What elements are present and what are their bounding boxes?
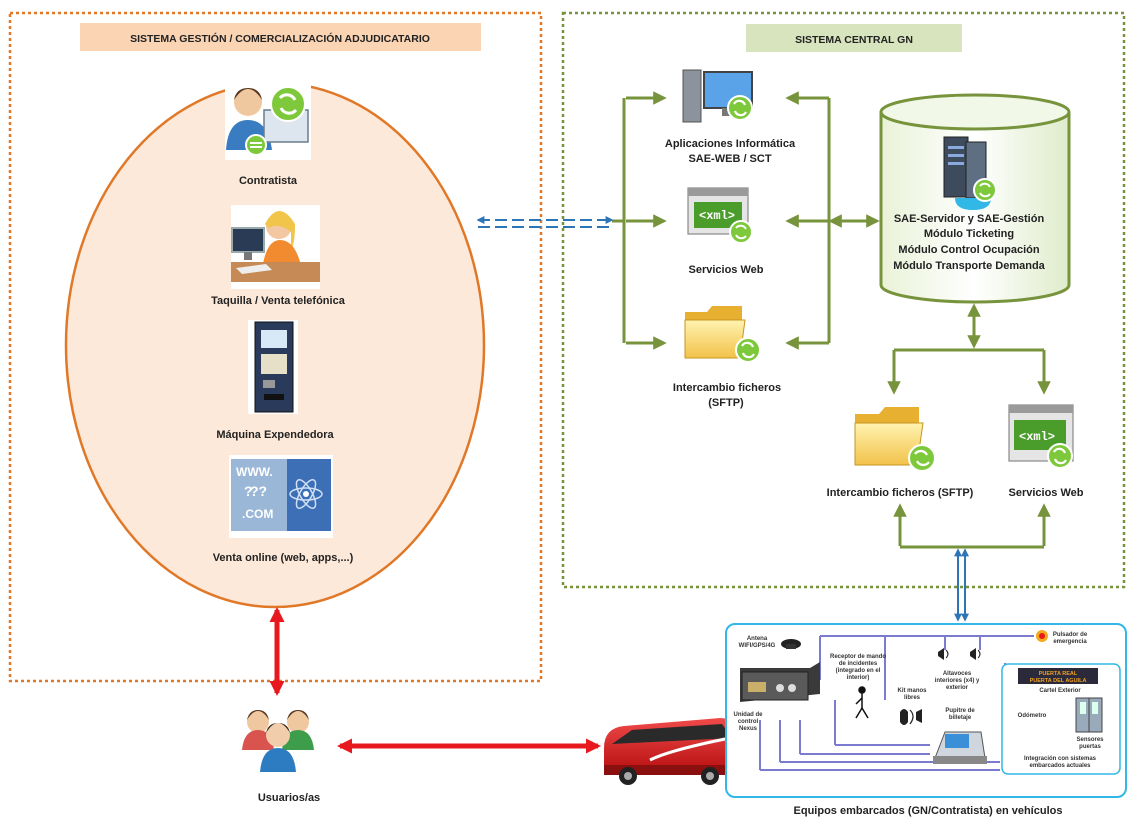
svg-text:PUERTA REAL: PUERTA REAL — [1039, 671, 1078, 677]
apps-label-line1: Aplicaciones Informática — [665, 138, 796, 150]
central-system-header-box — [746, 24, 962, 52]
walking-person-icon — [855, 686, 869, 719]
central-system-boundary — [561, 11, 1126, 589]
ticket-office-icon — [231, 205, 320, 289]
database-line-1: SAE-Servidor y SAE-Gestión — [894, 213, 1045, 225]
speakers-label-line3: exterior — [946, 685, 969, 691]
svg-text:WWW.: WWW. — [236, 465, 273, 479]
online-sales-icon: WWW. ? ?? .COM — [229, 455, 333, 538]
contractor-icon — [225, 76, 311, 160]
ticket-desk-label-line2: billetaje — [949, 715, 972, 721]
blue-link-central-onboard — [954, 548, 969, 622]
speakers-icon — [938, 648, 981, 660]
central-system-header: SISTEMA CENTRAL GN — [795, 34, 913, 46]
ticket-desk-label-line1: Pupitre de — [945, 708, 975, 714]
handsfree-label-line1: Kit manos — [897, 688, 927, 694]
folder-icon — [684, 306, 761, 363]
ticket-office-label: Taquilla / Venta telefónica — [211, 295, 346, 307]
blue-link-left-central — [476, 216, 614, 228]
svg-text:??: ?? — [250, 483, 267, 499]
integrated-systems-panel — [1001, 663, 1121, 775]
emergency-label-line2: emergencia — [1053, 639, 1087, 645]
server-icon — [943, 136, 997, 210]
door-sensors-icon — [1075, 697, 1103, 733]
antenna-label-line2: WIFI/GPS/4G — [739, 643, 776, 649]
door-sensors-label-line2: puertas — [1079, 744, 1101, 750]
computer-icon — [682, 69, 753, 123]
apps-label-line2: SAE-WEB / SCT — [688, 153, 771, 165]
door-sensors-label-line1: Sensores — [1076, 737, 1104, 743]
integration-label-line1: Integración con sistemas — [1024, 756, 1097, 762]
file-exchange-label-line1: Intercambio ficheros — [673, 382, 781, 394]
web-services-label: Servicios Web — [689, 264, 764, 276]
handsfree-icon — [900, 709, 922, 725]
speakers-label-line2: interiores (x4) y — [935, 678, 980, 684]
vending-machine-label: Máquina Expendedora — [216, 429, 334, 441]
xml-icon: <xml> — [687, 187, 753, 244]
exterior-sign-label: Cartel Exterior — [1039, 688, 1081, 694]
incident-receiver-line1: Receptor de mando — [830, 654, 886, 660]
incident-receiver-line3: (integrado en el — [836, 668, 881, 674]
incident-receiver-line2: de incidentes — [839, 661, 878, 667]
online-sales-label: Venta online (web, apps,...) — [213, 552, 354, 564]
bottom-file-exchange-label: Intercambio ficheros (SFTP) — [827, 487, 974, 499]
contractor-label: Contratista — [239, 175, 298, 187]
emergency-label-line1: Pulsador de — [1053, 632, 1088, 638]
left-system-header-box — [80, 23, 481, 51]
left-bracket-connector — [612, 98, 626, 343]
speakers-label-line1: Altavoces — [943, 671, 972, 677]
bottom-folder-icon — [854, 407, 936, 472]
emergency-button-icon — [1036, 630, 1048, 642]
odometer-label: Odómetro — [1018, 713, 1047, 719]
users-label: Usuarios/as — [258, 792, 320, 804]
svg-text:?: ? — [244, 483, 253, 499]
control-unit-label-line3: Nexus — [739, 726, 758, 732]
integration-label-line2: embarcados actuales — [1029, 763, 1091, 769]
handsfree-label-line2: libres — [904, 695, 921, 701]
left-system-header: SISTEMA GESTIÓN / COMERCIALIZACIÓN ADJUD… — [130, 32, 430, 45]
users-icon — [242, 710, 314, 772]
svg-text:PUERTA DEL AGUILA: PUERTA DEL AGUILA — [1030, 678, 1087, 684]
exterior-sign-icon: PUERTA REAL PUERTA DEL AGUILA — [1018, 668, 1098, 684]
antenna-icon — [781, 639, 801, 649]
file-exchange-label-line2: (SFTP) — [708, 397, 744, 409]
bus-icon — [604, 718, 740, 785]
bottom-xml-icon: <xml> — [1008, 404, 1074, 469]
database-line-3: Módulo Control Ocupación — [898, 244, 1039, 256]
database-line-4: Módulo Transporte Demanda — [893, 260, 1045, 272]
bottom-web-services-label: Servicios Web — [1009, 487, 1084, 499]
svg-text:<xml>: <xml> — [1019, 430, 1055, 444]
control-unit-label-line1: Unidad de — [733, 712, 763, 718]
svg-text:<xml>: <xml> — [699, 209, 735, 223]
vending-machine-icon — [248, 320, 298, 414]
database-line-2: Módulo Ticketing — [924, 228, 1014, 240]
incident-receiver-line4: interior) — [847, 675, 870, 681]
antenna-label-line1: Antena — [747, 636, 768, 642]
control-unit-icon — [740, 662, 820, 702]
onboard-caption: Equipos embarcados (GN/Contratista) en v… — [794, 805, 1063, 817]
svg-text:.COM: .COM — [242, 507, 273, 521]
ticket-desk-icon — [933, 731, 987, 764]
control-unit-label-line2: control — [738, 719, 759, 725]
